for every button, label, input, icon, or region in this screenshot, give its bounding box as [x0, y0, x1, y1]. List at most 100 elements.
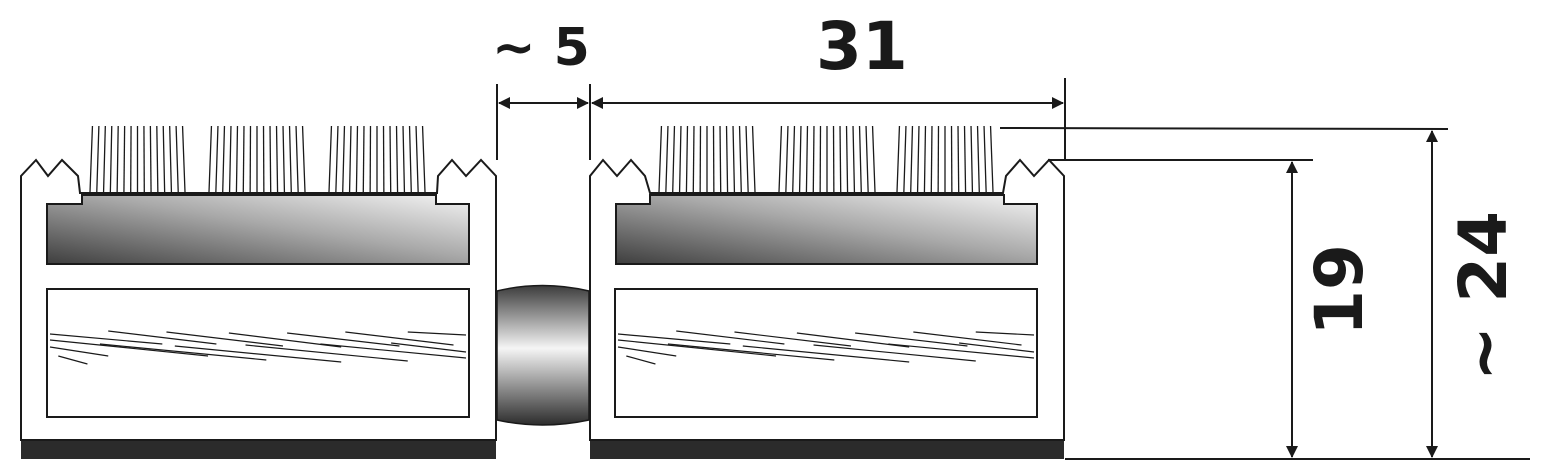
hatch-line — [108, 330, 217, 345]
bristle — [116, 125, 119, 193]
bristle — [798, 125, 802, 193]
hatch-line — [617, 346, 677, 357]
hatch-line — [975, 331, 1035, 336]
bristle — [301, 125, 306, 193]
bristle — [865, 125, 869, 193]
bristle — [235, 125, 239, 193]
hatch-line — [676, 330, 785, 345]
bristle — [123, 125, 126, 193]
bristle — [335, 125, 339, 193]
left-hatch-lines — [49, 330, 467, 365]
left-base-strip — [21, 441, 496, 459]
hatch-line — [407, 331, 467, 336]
bristle — [389, 125, 392, 193]
bristle — [402, 125, 406, 193]
bristle — [228, 125, 232, 193]
bristle — [175, 125, 179, 193]
bristle — [89, 125, 94, 193]
bristle — [288, 125, 292, 193]
dimension-lines — [496, 78, 1530, 460]
hatch-line — [49, 346, 109, 357]
bristle — [415, 125, 419, 193]
bristle — [102, 125, 106, 193]
bristle — [903, 125, 907, 193]
bristle — [845, 125, 849, 193]
bristle — [672, 125, 676, 193]
bristle — [149, 125, 152, 193]
hatch-line — [320, 343, 467, 359]
bristle — [871, 125, 876, 193]
hatch-line — [166, 331, 284, 347]
left-gradient-insert — [46, 194, 470, 265]
bristle — [976, 125, 980, 193]
bristle — [169, 125, 173, 193]
bristle — [963, 125, 967, 193]
total-height-dimension-label: ~ 24 — [1445, 210, 1522, 382]
hatch-line — [734, 331, 852, 347]
hatch-line — [49, 339, 209, 357]
left-lower-chamber — [46, 288, 470, 418]
bristle — [916, 125, 920, 193]
bristle — [785, 125, 789, 193]
bristle — [181, 125, 186, 193]
bristle — [989, 125, 994, 193]
inner-height-dimension-label: 19 — [1301, 244, 1378, 336]
hatch-line — [49, 333, 163, 345]
bristle — [738, 125, 742, 193]
bristle — [109, 125, 113, 193]
bristle — [725, 125, 729, 193]
bristle — [658, 125, 663, 193]
bristle — [792, 125, 796, 193]
bristle — [665, 125, 669, 193]
bristle — [896, 125, 901, 193]
hatch-line — [813, 344, 976, 362]
bristle — [970, 125, 974, 193]
hatch-line — [391, 342, 467, 353]
bristle — [295, 125, 299, 193]
hatch-line — [345, 331, 454, 346]
bristle — [342, 125, 346, 193]
bristle — [751, 125, 756, 193]
bristle — [983, 125, 987, 193]
bristle — [732, 125, 736, 193]
left-bristles — [89, 125, 426, 193]
right-profile — [589, 125, 1065, 459]
bristle — [685, 125, 689, 193]
hatch-line — [99, 343, 267, 361]
right-base-strip — [590, 441, 1064, 459]
hatch-line — [742, 345, 910, 363]
bristle — [957, 125, 960, 193]
bristle — [852, 125, 856, 193]
right-gradient-insert — [615, 194, 1038, 265]
hatch-line — [174, 345, 342, 363]
hatch-line — [959, 342, 1035, 353]
bristle — [678, 125, 682, 193]
right-lower-chamber — [614, 288, 1038, 418]
bristle — [348, 125, 352, 193]
bristle — [328, 125, 333, 193]
bristle — [930, 125, 933, 193]
bristle — [156, 125, 159, 193]
bristle — [395, 125, 399, 193]
width-dimension-label: 31 — [816, 8, 908, 85]
bristle — [858, 125, 862, 193]
bristle — [96, 125, 100, 193]
left-profile — [20, 125, 497, 459]
hatch-line — [245, 344, 408, 362]
bristle — [269, 125, 272, 193]
gap-dimension-label: ~ 5 — [492, 18, 590, 78]
bristle — [208, 125, 213, 193]
bristle — [839, 125, 842, 193]
hatch-line — [888, 343, 1035, 359]
bristle — [910, 125, 914, 193]
bristle — [215, 125, 219, 193]
hatch-line — [855, 332, 968, 347]
bristle — [719, 125, 722, 193]
hatch-line — [667, 343, 835, 361]
bristle — [222, 125, 226, 193]
bristle — [355, 125, 359, 193]
bristle — [778, 125, 783, 193]
bristle — [812, 125, 815, 193]
hatch-line — [58, 355, 88, 365]
